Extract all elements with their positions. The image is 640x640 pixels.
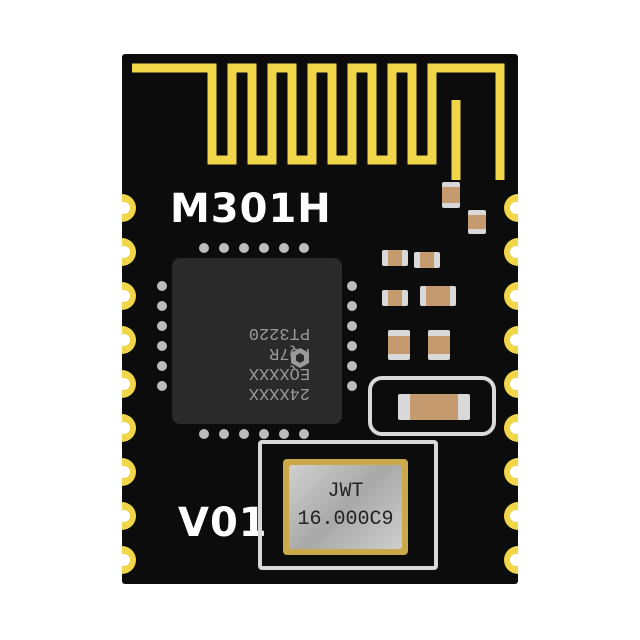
- smd-component: [388, 330, 410, 360]
- crystal-lid: [289, 465, 402, 549]
- right-pad-hole: [510, 422, 522, 434]
- smd-component: [382, 290, 408, 306]
- right-pad-hole: [510, 378, 522, 390]
- smd-component: [414, 252, 440, 268]
- right-pad-hole: [510, 290, 522, 302]
- left-pad-hole: [118, 554, 130, 566]
- version-label: V01: [178, 500, 268, 546]
- right-pad-hole: [510, 202, 522, 214]
- chip-marking: 24XXXX EQXXXX HQ7R PT3220: [190, 282, 310, 402]
- left-pad-hole: [118, 422, 130, 434]
- left-pad-hole: [118, 290, 130, 302]
- right-pad-hole: [510, 554, 522, 566]
- right-pad-hole: [510, 246, 522, 258]
- crystal-marking: JWT 16.000C9: [289, 478, 402, 534]
- smd-capacitor: [398, 394, 470, 420]
- right-pad-hole: [510, 334, 522, 346]
- smd-component: [468, 210, 486, 234]
- left-pad-hole: [118, 334, 130, 346]
- smd-component: [442, 182, 460, 208]
- chip-line: 24XXXX: [248, 383, 310, 402]
- hexagon-logo-icon: [291, 348, 309, 368]
- left-pad-hole: [118, 246, 130, 258]
- crystal-line: 16.000C9: [297, 508, 394, 531]
- right-pad-hole: [510, 466, 522, 478]
- right-pad-hole: [510, 510, 522, 522]
- soc-chip: [172, 258, 342, 424]
- smd-component: [420, 286, 456, 306]
- chip-line: PT3220: [248, 323, 310, 342]
- smd-component: [382, 250, 408, 266]
- crystal-line: JWT: [327, 480, 364, 503]
- model-label: M301H: [170, 186, 332, 232]
- left-pad-hole: [118, 202, 130, 214]
- left-pad-hole: [118, 378, 130, 390]
- smd-component: [428, 330, 450, 360]
- left-pad-hole: [118, 466, 130, 478]
- capacitor-outline: [368, 376, 496, 436]
- left-pad-hole: [118, 510, 130, 522]
- crystal-outline: [258, 440, 438, 570]
